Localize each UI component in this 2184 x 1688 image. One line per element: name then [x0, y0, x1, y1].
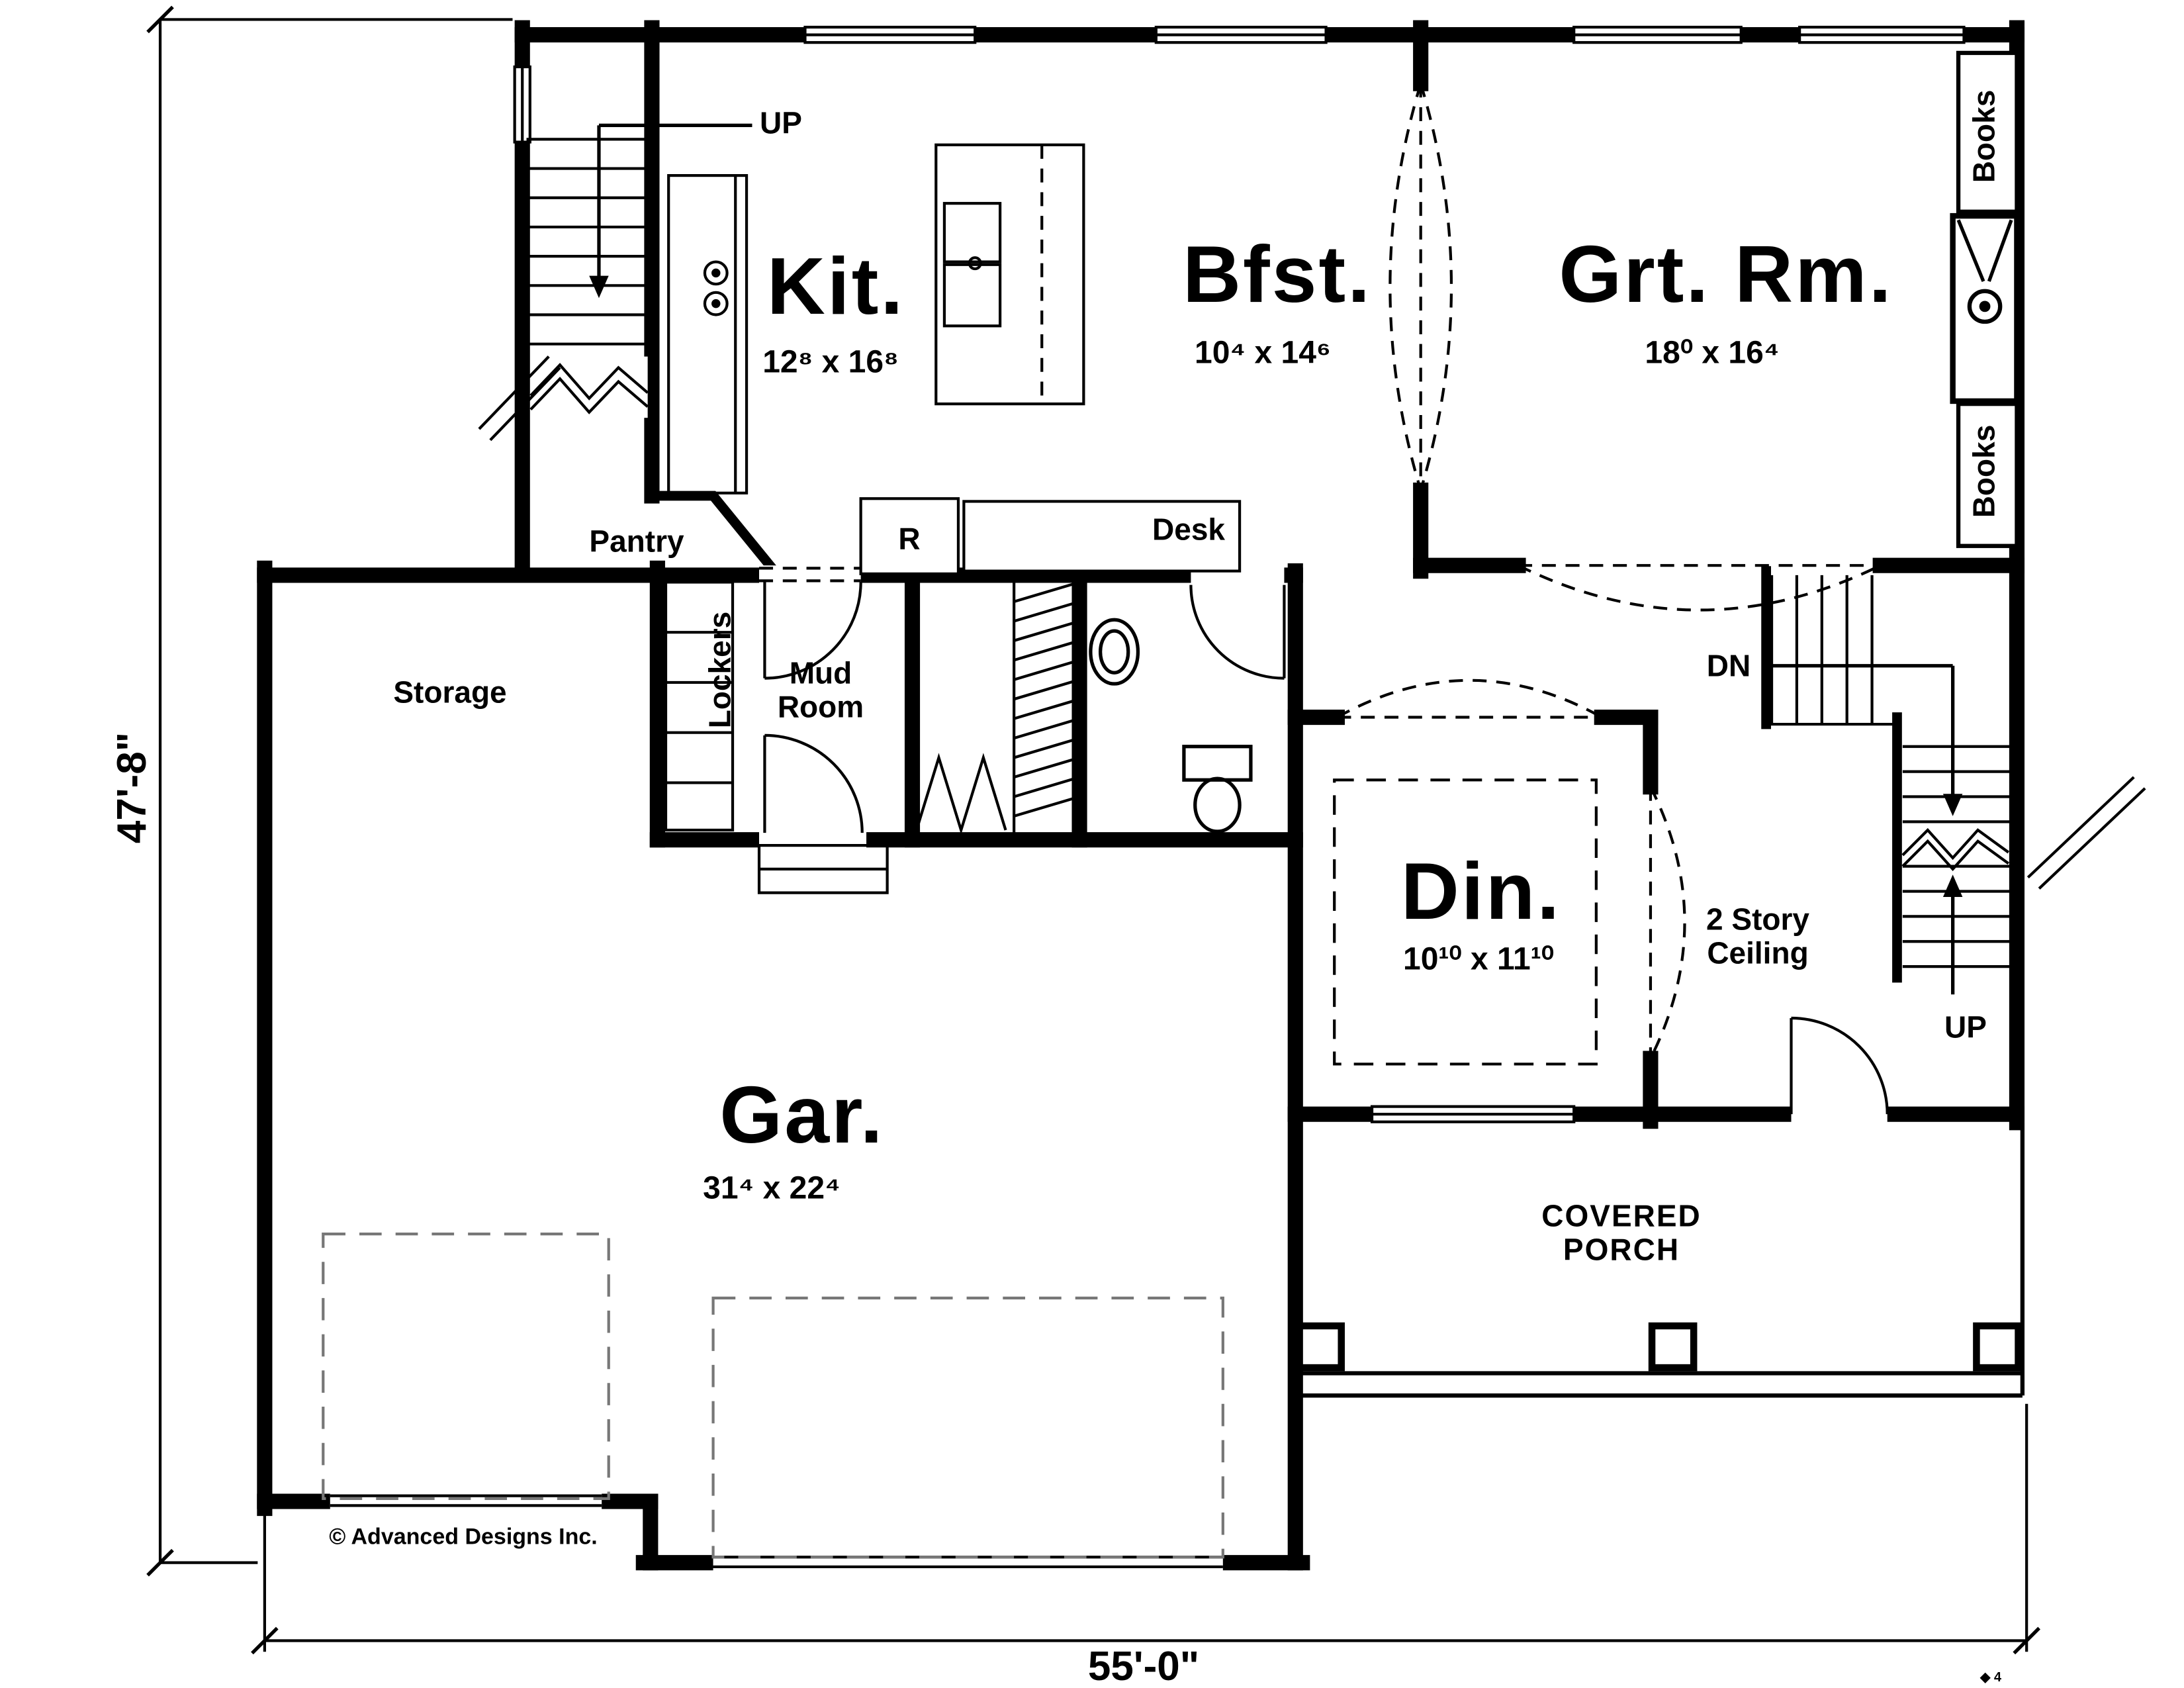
dashed-openings: [759, 83, 1882, 1059]
desk-label: Desk: [1152, 512, 1225, 547]
room-label-dining: Din.: [1400, 845, 1562, 936]
refrigerator-box: [859, 497, 960, 575]
desk-counter: [962, 500, 1242, 573]
stairs-rear-break: [1901, 776, 2146, 890]
bath-sink: [1089, 618, 1140, 686]
room-dims-dining: 10¹⁰ x 11¹⁰: [1403, 941, 1554, 977]
bath-door: [1189, 585, 1286, 680]
stairs-down-arrowhead: [1942, 794, 1963, 816]
windows: [513, 25, 1966, 1123]
porch-door: [1790, 1016, 1889, 1115]
overall-width-dimension: 55'-0": [1087, 1643, 1200, 1688]
stairs-main-break: [478, 355, 649, 442]
stairs-down-label: DN: [1706, 648, 1751, 683]
bifold-closet-doors: [915, 753, 1007, 835]
books-upper-label: Books: [1966, 89, 2001, 183]
room-label-breakfast: Bfst.: [1182, 228, 1373, 319]
room-label-pantry: Pantry: [589, 524, 684, 559]
medium-walls: [647, 491, 1902, 983]
printer-mark: ◆ 4: [1979, 1670, 2002, 1685]
porch-outline: [1295, 1122, 2025, 1398]
room-dims-breakfast: 10⁴ x 14⁶: [1195, 335, 1331, 371]
bookshelves: [1956, 50, 2019, 548]
stairs-main-up: [526, 138, 652, 346]
stairs-main-arrowhead: [589, 275, 609, 299]
mudroom-entry-door: [763, 582, 862, 680]
toilet: [1182, 745, 1253, 833]
room-label-covered-porch: COVERED PORCH: [1541, 1198, 1702, 1266]
kitchen-island: [934, 143, 1085, 406]
lockers-unit: [664, 581, 735, 832]
room-dims-garage: 31⁴ x 22⁴: [703, 1170, 841, 1206]
books-lower-label: Books: [1966, 424, 2001, 518]
kitchen-counter: [667, 173, 749, 494]
copyright-text: © Advanced Designs Inc.: [329, 1524, 598, 1550]
garage-stoop: [757, 844, 889, 894]
dimension-lines: [146, 5, 2040, 1655]
room-dims-great-room: 18⁰ x 16⁴: [1645, 335, 1780, 371]
garage-entry-door: [763, 733, 864, 833]
stairs-main-break-mask: [530, 356, 648, 418]
porch-posts: [1296, 1322, 2022, 1372]
stairs-up-rear-label: UP: [1944, 1009, 1987, 1045]
stairs-up-main-label: UP: [760, 105, 802, 140]
room-label-storage: Storage: [393, 675, 507, 710]
room-label-lockers: Lockers: [702, 611, 737, 729]
room-dims-kitchen: 12⁸ x 16⁸: [762, 344, 899, 380]
closet-shelving-hatch: [1013, 577, 1081, 836]
refrigerator-label: R: [898, 521, 921, 556]
two-story-ceiling-label: 2 Story Ceiling: [1706, 902, 1809, 970]
room-label-great-room: Grt. Rm.: [1559, 228, 1893, 319]
fireplace: [1950, 212, 2020, 404]
room-label-kitchen: Kit.: [766, 240, 905, 331]
room-label-garage: Gar.: [719, 1069, 885, 1160]
stairs-rear-up-arrowhead: [1942, 874, 1963, 897]
overall-depth-dimension: 47'-8": [109, 731, 155, 844]
stairs-main-up-arrow: [597, 123, 752, 281]
stairs-down-arrow: [1772, 664, 1955, 800]
garage-door-tracks-dashed: [322, 1233, 1224, 1559]
dining-tray-ceiling-dashed: [1333, 778, 1598, 1066]
room-label-mud-room: Mud Room: [777, 655, 864, 724]
